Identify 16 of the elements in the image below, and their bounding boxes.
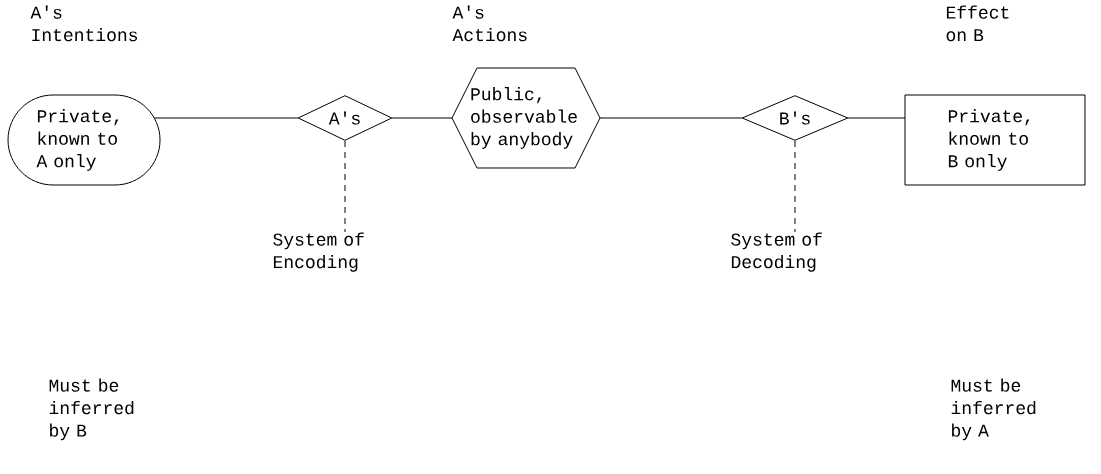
rounded-box: Private, known to A only [7,94,161,186]
column-heading: A's Intentions [30,5,138,42]
caption-text: System of Decoding [731,232,822,272]
connector-line [153,117,299,119]
leader-line [794,140,796,233]
column-heading: Effect on B [946,5,1009,42]
caption-text: System of Encoding [273,232,364,272]
leader-line [344,140,346,233]
hexagon-box: Public, observable by anybody [451,67,601,169]
column-heading: A's Actions [452,5,527,42]
note-text: Must be inferred by A [951,378,1036,441]
connector-line [599,117,743,119]
note-text: Must be inferred by B [49,378,134,441]
process-box: Private, known to B only [904,94,1086,186]
connector-line [391,117,453,119]
connector-line [847,117,906,119]
